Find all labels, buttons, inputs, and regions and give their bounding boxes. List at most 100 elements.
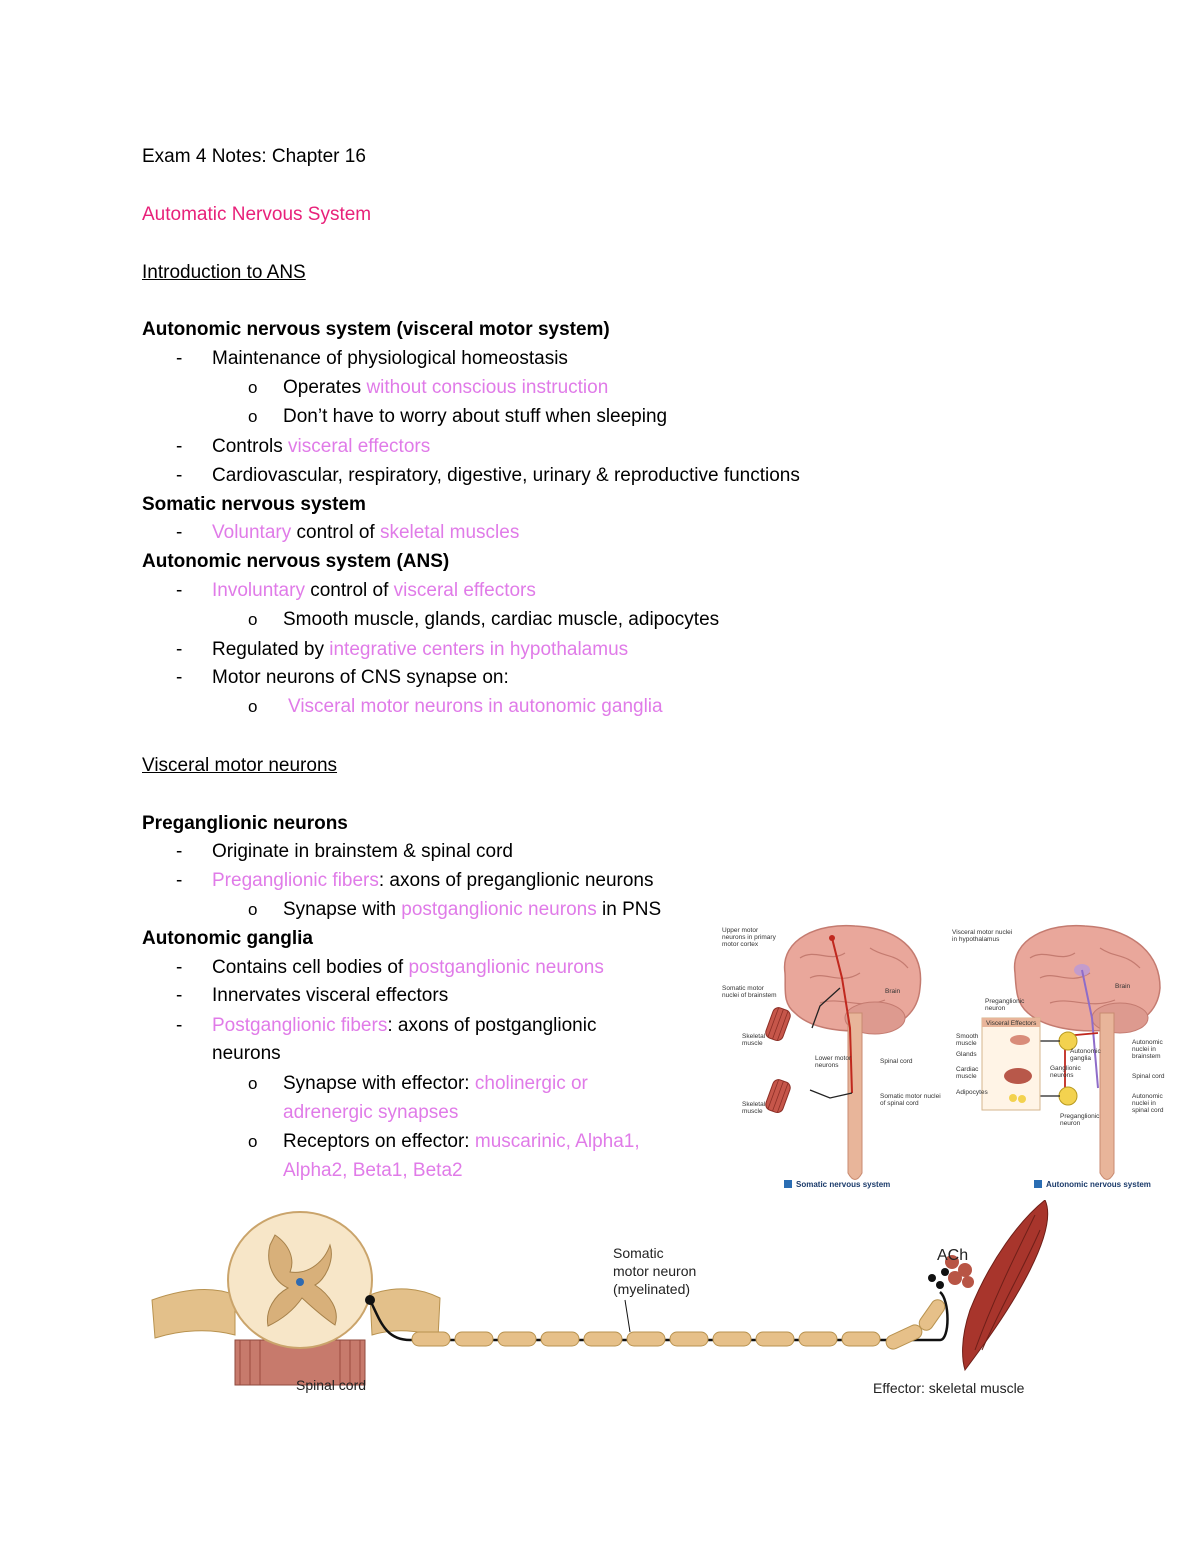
text-segment: Regulated by: [212, 639, 330, 660]
dash-marker: -: [176, 436, 183, 457]
text-segment: Synapse with: [283, 899, 402, 920]
neuron-dot: [829, 935, 835, 941]
gang-b3a-cont: adrenergic synapses: [283, 1102, 459, 1123]
sns-title: Somatic nervous system: [142, 494, 366, 515]
dash-marker: -: [176, 348, 183, 369]
label-autonomic-brainstem-3: brainstem: [1132, 1053, 1161, 1060]
myelin-sheaths: [411, 1299, 946, 1350]
highlight-text: visceral effectors: [393, 580, 536, 601]
label-smooth-muscle: Smooth: [956, 1033, 979, 1040]
ans-vms-title: Autonomic nervous system (visceral motor…: [142, 319, 610, 340]
ans-vms-b1a: Operates without conscious instruction: [283, 376, 608, 400]
adipocyte-cell: [1018, 1095, 1026, 1103]
highlight-text: cholinergic or: [474, 1073, 588, 1094]
highlight-text: skeletal muscles: [379, 522, 520, 543]
left-brain-illustration: [783, 924, 922, 1180]
skeletal-muscle-illustration: [962, 1200, 1049, 1372]
pre-b2a: Synapse with postganglionic neurons in P…: [283, 898, 661, 922]
label-preganglionic-b: Preganglionic: [1060, 1113, 1100, 1120]
label-adipocytes: Adipocytes: [956, 1089, 989, 1096]
label-smooth-muscle-2: muscle: [956, 1040, 977, 1047]
text-segment: : axons of postganglionic: [387, 1015, 597, 1036]
ans-b1: Involuntary control of visceral effector…: [212, 579, 536, 603]
gang-b3b: Receptors on effector: muscarinic, Alpha…: [283, 1130, 640, 1154]
adipocyte-cell: [1009, 1094, 1017, 1102]
label-brain-right: Brain: [1115, 983, 1131, 990]
right-brain-illustration: [1013, 924, 1161, 1180]
label-neuron-line1: Somatic: [613, 1245, 664, 1261]
bullet-marker: o: [248, 378, 258, 397]
text-segment: Controls: [212, 436, 289, 457]
pre-b2: Preganglionic fibers: axons of pregangli…: [212, 869, 654, 893]
highlight-text: visceral effectors: [288, 436, 431, 457]
highlight-text: postganglionic neurons: [401, 899, 597, 920]
label-preganglionic-2: neuron: [985, 1005, 1006, 1012]
label-ganglionic-neurons: Ganglionic: [1050, 1065, 1081, 1072]
dash-marker: -: [176, 1015, 183, 1036]
label-ganglionic-neurons-2: neurons: [1050, 1072, 1074, 1079]
axon-terminal: [928, 1255, 974, 1289]
bullet-marker: o: [248, 610, 258, 629]
label-upper-motor-3: motor cortex: [722, 941, 759, 948]
label-spinal-cord: Spinal cord: [880, 1058, 913, 1065]
bullet-marker: o: [248, 407, 258, 426]
label-autonomic-spinal-3: spinal cord: [1132, 1107, 1164, 1114]
visceral-effectors-header: [982, 1018, 1040, 1027]
text-segment: Synapse with effector:: [283, 1073, 475, 1094]
right-caption: Autonomic nervous system: [1046, 1180, 1151, 1189]
gang-b3b-cont: Alpha2, Beta1, Beta2: [283, 1160, 463, 1181]
label-neuron-line3: (myelinated): [613, 1281, 690, 1297]
label-skeletal-muscle-b: Skeletal: [742, 1101, 766, 1108]
section-visceral-motor: Visceral motor neurons: [142, 755, 338, 776]
section-intro-ans: Introduction to ANS: [142, 262, 306, 283]
ans-b3: Motor neurons of CNS synapse on:: [212, 667, 509, 688]
label-glands: Glands: [956, 1051, 977, 1058]
text-segment: Contains cell bodies of: [212, 957, 409, 978]
bullet-marker: o: [248, 697, 258, 716]
ns-comparison-figure: Upper motor neurons in primary motor cor…: [722, 924, 1165, 1189]
label-autonomic-brainstem: Autonomic: [1132, 1039, 1163, 1046]
label-somatic-nuclei: Somatic motor: [722, 985, 765, 992]
pre-title: Preganglionic neurons: [142, 813, 348, 834]
neuron-leader-line: [624, 1299, 631, 1333]
left-muscle-bundles: [765, 1007, 791, 1114]
label-cord: Spinal cord: [296, 1377, 366, 1393]
label-ach: ACh: [937, 1247, 968, 1264]
label-visceral-effectors: Visceral Effectors: [986, 1020, 1037, 1027]
gang-b3a: Synapse with effector: cholinergic or: [283, 1072, 588, 1096]
label-neuron-line2: motor neuron: [613, 1263, 696, 1279]
label-preganglionic: Preganglionic: [985, 998, 1025, 1005]
gang-b3-cont: neurons: [212, 1043, 281, 1064]
dash-marker: -: [176, 580, 183, 601]
ans-vms-b3: Cardiovascular, respiratory, digestive, …: [212, 465, 800, 486]
label-skeletal-muscle-b2: muscle: [742, 1108, 763, 1115]
cardiac-muscle-cell: [1004, 1068, 1032, 1084]
dash-marker: -: [176, 522, 183, 543]
dash-marker: -: [176, 465, 183, 486]
highlight-text: Involuntary: [212, 580, 305, 601]
highlight-text: Postganglionic fibers: [212, 1015, 388, 1036]
bullet-marker: o: [248, 1132, 258, 1151]
label-somatic-nuclei-cord-2: of spinal cord: [880, 1100, 919, 1107]
ans-vms-b2: Controls visceral effectors: [212, 435, 430, 459]
bullet-marker: o: [248, 900, 258, 919]
text-segment: Operates: [283, 377, 367, 398]
label-somatic-nuclei-cord: Somatic motor nuclei: [880, 1093, 941, 1100]
smooth-muscle-cell: [1010, 1035, 1030, 1045]
doc-title: Exam 4 Notes: Chapter 16: [142, 146, 366, 167]
dash-marker: -: [176, 957, 183, 978]
gang-b1: Contains cell bodies of postganglionic n…: [212, 956, 604, 980]
spinal-cord-illustration: [151, 1211, 441, 1386]
text-segment: in PNS: [596, 899, 662, 920]
doc-heading: Automatic Nervous System: [142, 204, 372, 225]
text-segment: Receptors on effector:: [283, 1131, 475, 1152]
dash-marker: -: [176, 985, 183, 1006]
label-autonomic-ganglia: Autonomic: [1070, 1048, 1101, 1055]
dash-marker: -: [176, 639, 183, 660]
ans-b1a: Smooth muscle, glands, cardiac muscle, a…: [283, 609, 720, 630]
caption-marker-a: [784, 1180, 792, 1188]
label-autonomic-spinal: Autonomic: [1132, 1093, 1163, 1100]
highlight-text: Preganglionic fibers: [212, 870, 379, 891]
ans-title: Autonomic nervous system (ANS): [142, 551, 450, 572]
left-caption: Somatic nervous system: [796, 1180, 890, 1189]
